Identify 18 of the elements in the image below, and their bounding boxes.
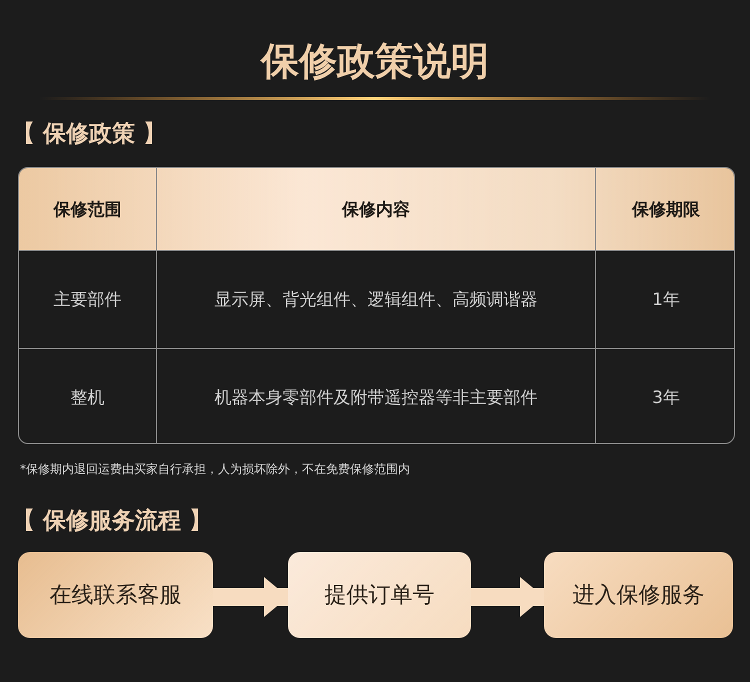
table-cell: 整机 bbox=[19, 349, 157, 443]
column-header: 保修期限 bbox=[596, 168, 734, 251]
arrow bbox=[471, 577, 544, 617]
process-box: 提供订单号 bbox=[288, 552, 471, 638]
table-cell-text: 3年 bbox=[651, 386, 681, 410]
column-header: 保修范围 bbox=[19, 168, 157, 251]
section-heading: 【 保修政策 】 bbox=[12, 120, 166, 149]
table-cell: 1年 bbox=[596, 251, 734, 349]
table-cell: 机器本身零部件及附带遥控器等非主要部件 bbox=[157, 349, 596, 443]
table-cell: 显示屏、背光组件、逻辑组件、高频调谐器 bbox=[157, 251, 596, 349]
column-header: 保修内容 bbox=[157, 168, 596, 251]
process-box: 进入保修服务 bbox=[544, 552, 733, 638]
table-cell: 主要部件 bbox=[19, 251, 157, 349]
section-heading: 【 保修服务流程 】 bbox=[12, 507, 212, 536]
footnote: *保修期内退回运费由买家自行承担，人为损坏除外，不在免费保修范围内 bbox=[20, 461, 410, 478]
arrow bbox=[213, 577, 288, 617]
title: 保修政策说明 bbox=[259, 38, 490, 85]
process-box: 在线联系客服 bbox=[18, 552, 213, 638]
